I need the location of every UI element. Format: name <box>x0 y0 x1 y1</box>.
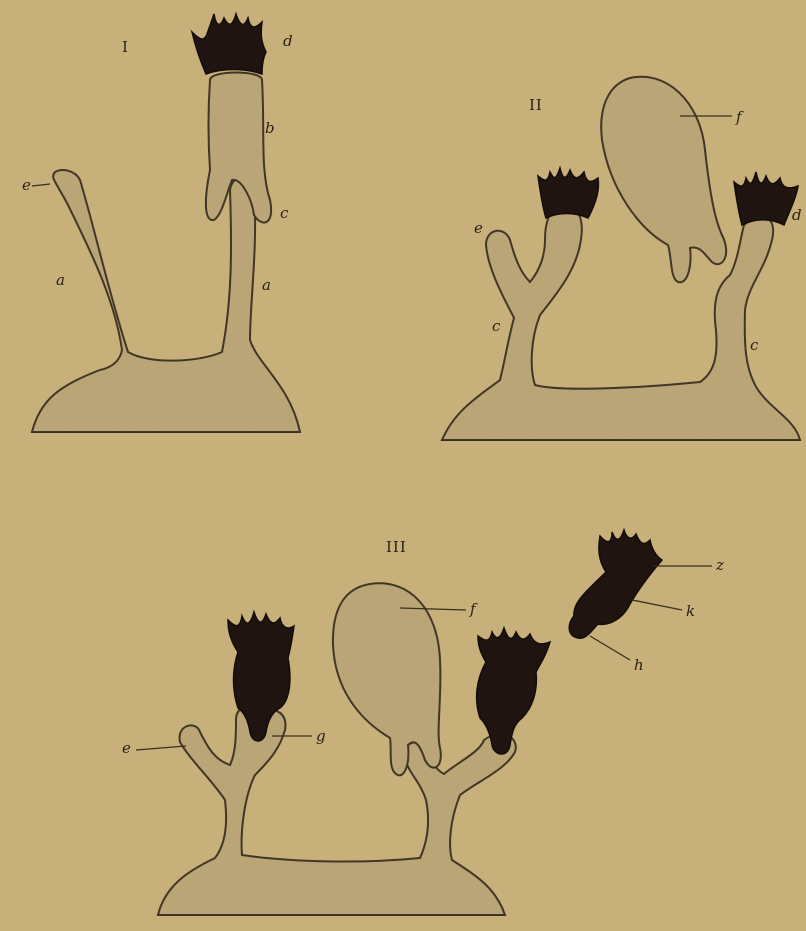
label-1-a-left: a <box>56 271 65 289</box>
panel-2: II f d e c c <box>442 77 802 440</box>
label-1-c: c <box>280 204 289 222</box>
panel-number-2: II <box>529 96 543 114</box>
label-2-f: f <box>735 108 744 126</box>
panel-2-crown-left <box>538 168 598 218</box>
label-1-d: d <box>283 32 293 50</box>
panel-3: III e g f z k h <box>122 530 724 915</box>
panel-1-crown-d <box>192 14 266 74</box>
panel-2-crown-d <box>734 172 798 225</box>
panel-number-1: I <box>122 38 129 56</box>
label-2-c-right: c <box>750 336 759 354</box>
label-2-c-left: c <box>492 317 501 335</box>
label-1-b: b <box>265 119 275 137</box>
label-1-e: e <box>22 176 31 194</box>
label-3-h: h <box>634 656 644 674</box>
panel-3-capsule-right <box>477 628 550 754</box>
label-2-d: d <box>792 206 802 224</box>
label-1-a-right: a <box>262 276 271 294</box>
label-3-e: e <box>122 739 131 757</box>
label-3-f: f <box>469 600 478 618</box>
label-3-z: z <box>715 556 724 574</box>
panel-3-detached-capsule <box>569 530 662 638</box>
panel-number-3: III <box>386 538 407 556</box>
label-3-g: g <box>316 727 326 745</box>
panel-1: I d b c a a e <box>22 14 300 432</box>
label-2-e: e <box>474 219 483 237</box>
label-3-k: k <box>686 602 695 620</box>
